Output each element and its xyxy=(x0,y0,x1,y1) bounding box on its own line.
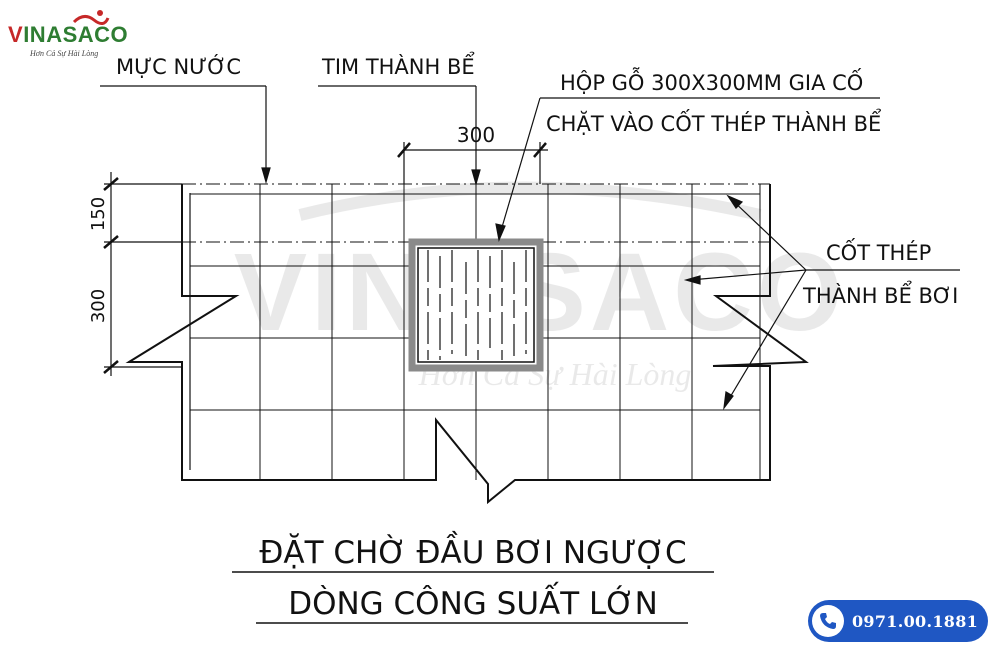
vinasaco-logo: VINASACO Hơn Cả Sự Hài Lòng xyxy=(8,8,158,58)
leader-water-level xyxy=(100,85,271,185)
label-water-level: MỰC NƯỚC xyxy=(116,54,241,79)
left-dimension xyxy=(103,172,182,376)
label-rebar-line2: THÀNH BỂ BƠI xyxy=(802,281,958,308)
logo-wordmark: VINASACO xyxy=(8,22,129,47)
wall-outline xyxy=(125,184,809,505)
label-wood-box-line2: CHẶT VÀO CỐT THÉP THÀNH BỂ xyxy=(546,108,882,136)
phone-number: 0971.00.1881 xyxy=(852,611,979,631)
leader-wall-center xyxy=(318,85,481,187)
dimension-150: 150 xyxy=(88,197,109,231)
watermark-swoosh xyxy=(298,181,762,221)
swimmer-icon xyxy=(72,10,110,25)
leader-wood-box xyxy=(495,97,880,243)
phone-badge[interactable]: 0971.00.1881 xyxy=(808,600,988,642)
wood-box xyxy=(408,238,544,372)
logo-tagline: Hơn Cả Sự Hài Lòng xyxy=(30,49,99,58)
label-rebar-line1: CỐT THÉP xyxy=(826,237,931,265)
dimension-300-vertical: 300 xyxy=(88,289,109,323)
phone-icon xyxy=(812,605,844,637)
label-wall-center: TIM THÀNH BỂ xyxy=(321,52,475,79)
label-wood-box-line1: HỘP GỖ 300X300MM GIA CỐ xyxy=(560,66,863,95)
leader-rebar xyxy=(683,194,960,411)
title-line1: ĐẶT CHỜ ĐẦU BƠI NGƯỢC xyxy=(259,532,686,571)
title-line2: DÒNG CÔNG SUẤT LỚN xyxy=(288,583,658,622)
